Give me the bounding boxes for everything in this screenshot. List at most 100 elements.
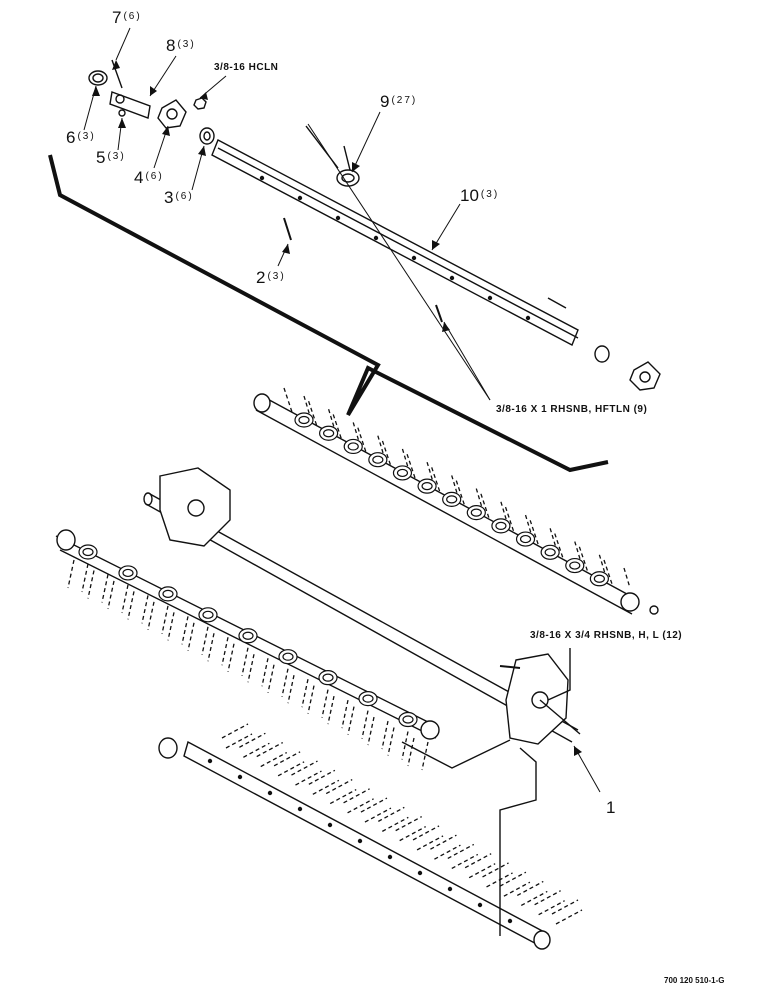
coil-spring <box>417 478 437 494</box>
coil-spring <box>294 412 314 428</box>
link-line-right <box>547 648 571 701</box>
tine-tooth <box>107 580 115 610</box>
tine-tooth <box>464 853 492 869</box>
tine-tooth <box>503 881 531 897</box>
bottom-tine-assembly <box>158 737 551 950</box>
bushing-3 <box>199 127 215 145</box>
tine-tooth <box>281 668 289 697</box>
tine-tooth <box>480 493 490 519</box>
tine-teeth <box>67 387 631 925</box>
tine-tooth <box>416 835 444 851</box>
cam-roller <box>88 70 108 86</box>
tine-tooth <box>381 440 392 466</box>
coil-spring-inner <box>470 508 482 517</box>
callout-qty: (3) <box>177 39 196 50</box>
coil-spring-inner <box>593 574 605 583</box>
reel-shaft <box>143 467 581 745</box>
tine-tooth <box>387 727 395 756</box>
callout-number: 3 <box>164 188 174 207</box>
coil-spring-inner <box>544 548 556 557</box>
tine-tooth <box>367 716 375 746</box>
tine-tooth <box>451 475 459 496</box>
coil-spring <box>278 649 298 665</box>
tine-tooth <box>381 720 389 750</box>
link-line-bottom <box>499 747 537 936</box>
tine-tooth <box>516 880 544 897</box>
tine-tooth <box>574 541 582 562</box>
tine-tooth <box>468 863 496 879</box>
tine-tooth <box>520 890 548 907</box>
coil-spring <box>319 425 339 441</box>
coil-spring-inner <box>402 715 414 724</box>
coil-spring <box>589 571 609 587</box>
tine-tooth <box>361 710 369 739</box>
tine-tooth <box>551 899 579 915</box>
coil-spring <box>78 544 98 560</box>
tine-tooth <box>121 584 129 614</box>
coil-spring-inner <box>242 631 254 640</box>
callout-5: 5(3) <box>96 148 126 168</box>
tine-tooth <box>187 622 195 651</box>
callout-number: 4 <box>134 168 144 187</box>
tine-tooth <box>343 788 370 804</box>
coil-spring-inner <box>202 610 214 619</box>
tine-tooth <box>273 751 301 767</box>
tine-tooth <box>378 806 405 822</box>
tine-tooth <box>239 732 266 748</box>
callout-7: 7(6) <box>112 8 142 28</box>
coil-spring-inner <box>495 521 507 530</box>
spider-right <box>505 653 569 745</box>
tine-tooth <box>382 816 409 832</box>
tine-spring-9 <box>305 125 360 187</box>
tine-tooth <box>360 797 388 813</box>
tine-tooth <box>327 409 336 430</box>
coil-spring <box>398 711 418 728</box>
callout-8: 8(3) <box>166 36 196 56</box>
tine-tooth <box>243 742 270 758</box>
coil-spring <box>118 565 138 581</box>
tine-tooth <box>287 675 295 704</box>
tine-tooth <box>524 514 533 536</box>
tine-tooth <box>321 689 329 718</box>
tine-tooth <box>181 616 189 645</box>
callout-number: 9 <box>380 92 390 111</box>
callout-qty: (6) <box>123 11 142 22</box>
coil-spring-inner <box>446 495 458 504</box>
tine-tooth <box>161 605 169 635</box>
coil-spring-inner <box>298 415 310 425</box>
coil-spring-inner <box>162 589 174 598</box>
detail-bracket-line <box>48 154 609 473</box>
tine-tooth <box>399 826 426 842</box>
tine-tooth <box>534 890 561 906</box>
tine-tooth <box>434 844 461 860</box>
coil-spring-inner <box>122 568 134 578</box>
bushing-right <box>594 345 610 363</box>
coil-spring-inner <box>519 534 532 544</box>
tine-tooth <box>347 706 355 735</box>
coil-spring-inner <box>569 561 581 570</box>
tine-tooth <box>401 448 410 470</box>
callout-qty: (3) <box>480 189 500 200</box>
coil-spring-inner <box>421 482 433 491</box>
coil-spring <box>565 557 585 574</box>
coil-spring-inner <box>347 442 359 451</box>
tine-tooth <box>221 637 229 666</box>
tine-tooth <box>327 695 335 725</box>
tine-tooth <box>430 834 457 850</box>
coil-spring <box>466 505 486 521</box>
coil-spring-inner <box>323 429 335 438</box>
tine-tooth <box>426 461 434 483</box>
callout-6: 6(3) <box>66 128 96 148</box>
callout-number: 1 <box>606 798 616 817</box>
coil-spring <box>491 518 511 534</box>
coil-spring <box>515 531 536 547</box>
tine-tooth <box>500 501 508 523</box>
callout-qty: (6) <box>145 171 164 182</box>
tine-tooth <box>538 900 565 916</box>
callout-9: 9(27) <box>380 92 417 112</box>
note-rhsnb: 3/8-16 X 3/4 RHSNB, H, L (12) <box>530 630 683 641</box>
tine-tooth <box>407 737 415 767</box>
callout-qty: (3) <box>77 131 96 142</box>
tine-tooth <box>267 664 275 693</box>
tine-tooth <box>312 779 340 795</box>
